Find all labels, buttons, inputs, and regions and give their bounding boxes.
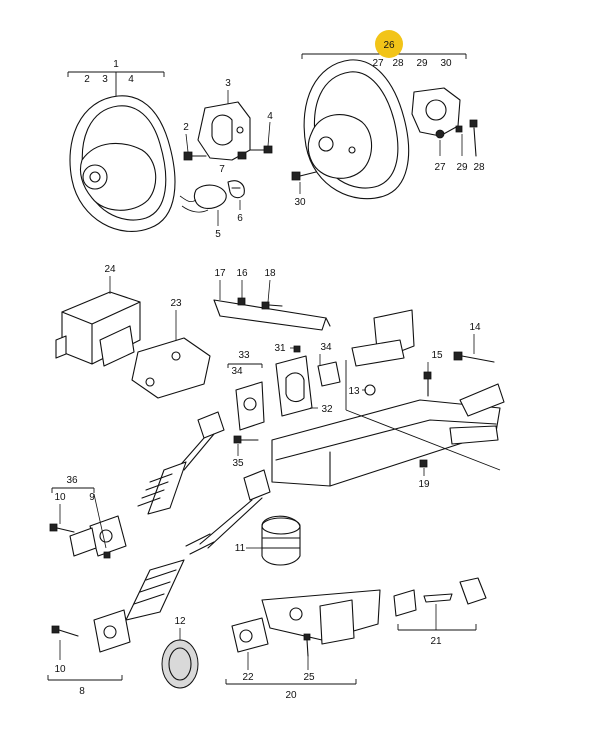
label-3-top: 3 — [102, 74, 108, 85]
universal-shaft-36 — [69, 411, 225, 557]
label-2: 2 — [183, 122, 189, 133]
label-28-top: 28 — [392, 58, 404, 69]
label-29-top: 29 — [416, 58, 428, 69]
callout-bracket-36 — [51, 487, 95, 493]
label-10-lower: 10 — [54, 664, 66, 675]
steering-column-housing — [271, 309, 505, 487]
label-15: 15 — [431, 350, 443, 361]
label-7: 7 — [219, 164, 225, 175]
leader-lines — [59, 90, 475, 670]
callout-bracket-1 — [67, 71, 165, 96]
shroud-33 — [235, 381, 265, 431]
bolt-9 — [103, 551, 111, 559]
label-31: 31 — [274, 343, 286, 354]
callout-bracket-20 — [225, 679, 357, 685]
bolt-30 — [291, 171, 317, 181]
label-1: 1 — [113, 59, 119, 70]
bolt-4-left — [249, 145, 273, 154]
bolt-10-lower — [51, 625, 79, 637]
screw-25 — [303, 633, 311, 657]
bushing-34 — [317, 361, 341, 387]
lock-housing-20 — [261, 589, 381, 645]
label-34: 34 — [320, 342, 332, 353]
control-unit-24 — [55, 291, 141, 367]
label-16: 16 — [236, 268, 248, 279]
strut-17 — [213, 299, 331, 331]
callout-bracket-21 — [397, 624, 477, 631]
highlight-badge-26 — [375, 30, 403, 58]
label-17: 17 — [214, 268, 226, 279]
label-24: 24 — [104, 264, 116, 275]
bolt-35 — [233, 435, 259, 444]
label-4-top: 4 — [128, 74, 134, 85]
label-36: 36 — [66, 475, 78, 486]
label-23: 23 — [170, 298, 182, 309]
bolt-14 — [453, 351, 495, 363]
label-34-left: 34 — [231, 366, 243, 377]
bolt-2-left — [183, 151, 207, 161]
label-11: 11 — [235, 543, 246, 554]
callout-bracket-8 — [47, 675, 123, 681]
label-30: 30 — [294, 197, 306, 208]
label-8: 8 — [79, 686, 85, 697]
label-20: 20 — [285, 690, 297, 701]
label-2-top: 2 — [84, 74, 90, 85]
label-26: 26 — [383, 40, 395, 51]
nut-13 — [364, 384, 376, 396]
label-35: 35 — [232, 458, 244, 469]
airbag-bracket-3 — [197, 101, 251, 161]
bolt-18 — [261, 301, 283, 310]
clip-6-7 — [227, 180, 245, 199]
label-9: 9 — [89, 492, 95, 503]
screw-31 — [293, 345, 301, 353]
label-25: 25 — [303, 672, 315, 683]
steering-wheel-left — [69, 95, 176, 232]
label-13: 13 — [348, 386, 360, 397]
label-27: 27 — [434, 162, 446, 173]
label-33: 33 — [238, 350, 250, 361]
label-19: 19 — [418, 479, 430, 490]
label-4: 4 — [267, 111, 273, 122]
label-30-top: 30 — [440, 58, 452, 69]
airbag-bracket-27 — [411, 87, 461, 139]
label-12: 12 — [174, 616, 186, 627]
label-21: 21 — [430, 636, 442, 647]
steering-wheel-right — [303, 59, 410, 200]
bracket-23 — [131, 337, 211, 399]
label-5: 5 — [215, 229, 221, 240]
bolt-15 — [423, 371, 432, 397]
ignition-lock-22 — [231, 617, 269, 653]
key-set-21 — [393, 577, 487, 617]
contact-unit-5 — [179, 184, 227, 213]
callout-bracket-housing — [345, 360, 501, 471]
bolt-near-bracket — [237, 151, 247, 160]
label-14: 14 — [469, 322, 481, 333]
nut-16 — [237, 297, 246, 306]
label-29: 29 — [456, 162, 468, 173]
boot-11 — [261, 515, 301, 566]
label-18: 18 — [264, 268, 276, 279]
label-27-top: 27 — [372, 58, 384, 69]
label-22: 22 — [242, 672, 254, 683]
label-32: 32 — [321, 404, 333, 415]
bolts-28-29 — [455, 119, 478, 157]
label-6: 6 — [237, 213, 243, 224]
lower-shaft-8 — [93, 469, 271, 653]
shroud-32 — [275, 355, 313, 417]
label-10-upper: 10 — [54, 492, 66, 503]
label-3: 3 — [225, 78, 231, 89]
label-28: 28 — [473, 162, 485, 173]
callout-bracket-33 — [227, 363, 263, 368]
bolt-10-upper — [49, 523, 75, 533]
grommet-12 — [161, 639, 199, 689]
nut-19 — [419, 459, 428, 468]
